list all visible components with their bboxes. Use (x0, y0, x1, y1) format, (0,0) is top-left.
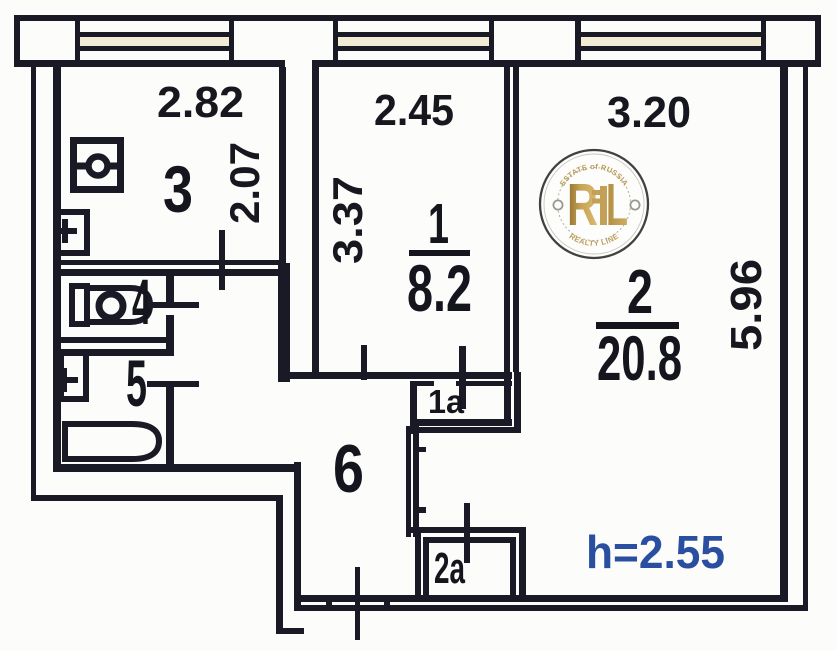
svg-text:R: R (567, 172, 598, 238)
svg-text:2: 2 (627, 258, 653, 327)
svg-text:L: L (606, 172, 628, 238)
svg-text:20.8: 20.8 (597, 324, 682, 394)
svg-text:3.37: 3.37 (324, 176, 371, 264)
svg-text:1: 1 (428, 192, 449, 256)
svg-text:3: 3 (163, 152, 193, 226)
svg-text:4: 4 (132, 266, 151, 338)
svg-text:2.07: 2.07 (221, 142, 268, 224)
svg-text:2.82: 2.82 (157, 78, 244, 127)
svg-text:2.45: 2.45 (374, 86, 454, 135)
svg-text:6: 6 (333, 431, 364, 507)
svg-text:h=2.55: h=2.55 (586, 526, 725, 578)
svg-text:5.96: 5.96 (722, 259, 771, 351)
svg-text:8.2: 8.2 (407, 251, 472, 325)
svg-text:1a: 1a (428, 383, 465, 420)
svg-text:2a: 2a (434, 544, 465, 593)
svg-text:3.20: 3.20 (607, 88, 691, 137)
svg-text:5: 5 (126, 346, 147, 420)
